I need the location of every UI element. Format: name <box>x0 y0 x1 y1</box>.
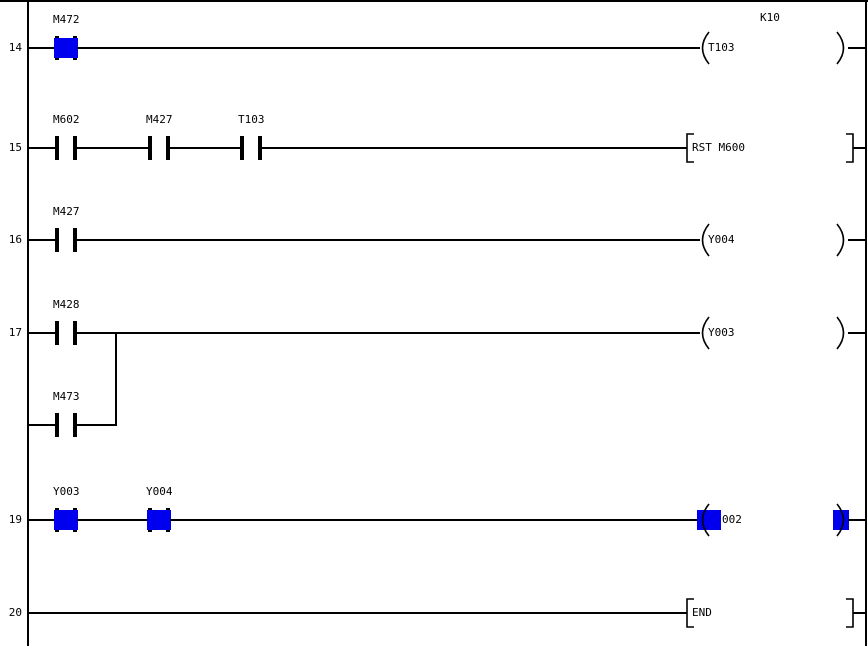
active-highlight <box>54 38 78 58</box>
coil-paren-left <box>701 31 710 65</box>
coil-y004[interactable] <box>701 223 845 257</box>
contact-label: M427 <box>146 113 173 126</box>
active-highlight <box>54 510 78 530</box>
contact-bar <box>166 136 170 160</box>
instruction-label: RST M600 <box>692 141 745 154</box>
contact-y004[interactable] <box>147 508 171 532</box>
coil-paren-left <box>701 223 710 257</box>
contact-label: Y003 <box>53 485 80 498</box>
rung-number: 15 <box>8 141 22 154</box>
contact-m602[interactable] <box>55 136 77 160</box>
contact-label: Y004 <box>146 485 173 498</box>
coil-y002[interactable] <box>697 503 849 537</box>
coil-label: T103 <box>708 41 735 54</box>
instruction-bracket-right <box>846 133 854 163</box>
coil-paren-right <box>836 316 845 350</box>
coil-label: Y003 <box>708 326 735 339</box>
coil-paren-right <box>836 31 845 65</box>
contact-bar <box>73 228 77 252</box>
coil-label: Y004 <box>708 233 735 246</box>
coil-paren-left <box>701 316 710 350</box>
contact-m427-rung16[interactable] <box>55 228 77 252</box>
coil-y003[interactable] <box>701 316 845 350</box>
contact-label: M602 <box>53 113 80 126</box>
timer-constant-label: K10 <box>760 11 780 24</box>
active-highlight <box>697 510 721 530</box>
contact-m472[interactable] <box>54 36 78 60</box>
contact-bar <box>55 321 59 345</box>
active-highlight <box>147 510 171 530</box>
instruction-end[interactable] <box>686 598 854 628</box>
contact-bar <box>258 136 262 160</box>
rung-number: 17 <box>8 326 22 339</box>
contact-label: M472 <box>53 13 80 26</box>
instruction-label: END <box>692 606 712 619</box>
contact-bar <box>73 321 77 345</box>
contact-m428[interactable] <box>55 321 77 345</box>
contact-bar <box>55 413 59 437</box>
contact-bar <box>55 228 59 252</box>
coil-t103[interactable] <box>701 31 845 65</box>
contact-bar <box>148 136 152 160</box>
contact-bar <box>73 413 77 437</box>
contact-bar <box>240 136 244 160</box>
contact-label: M473 <box>53 390 80 403</box>
coil-label: 002 <box>722 513 742 526</box>
rung-number: 20 <box>8 606 22 619</box>
instruction-bracket-right <box>846 598 854 628</box>
coil-paren-left <box>701 503 710 537</box>
rung-number: 19 <box>8 513 22 526</box>
instruction-bracket-left <box>686 133 694 163</box>
coil-paren-right <box>836 503 845 537</box>
contact-t103[interactable] <box>240 136 262 160</box>
instruction-bracket-left <box>686 598 694 628</box>
contact-label: M428 <box>53 298 80 311</box>
contact-bar <box>55 136 59 160</box>
contact-y003[interactable] <box>54 508 78 532</box>
contact-label: T103 <box>238 113 265 126</box>
contact-bar <box>73 136 77 160</box>
contact-m427[interactable] <box>148 136 170 160</box>
contact-label: M427 <box>53 205 80 218</box>
contact-m473[interactable] <box>55 413 77 437</box>
active-highlight <box>833 510 849 530</box>
coil-paren-right <box>836 223 845 257</box>
rung-number: 16 <box>8 233 22 246</box>
rung-number: 14 <box>8 41 22 54</box>
